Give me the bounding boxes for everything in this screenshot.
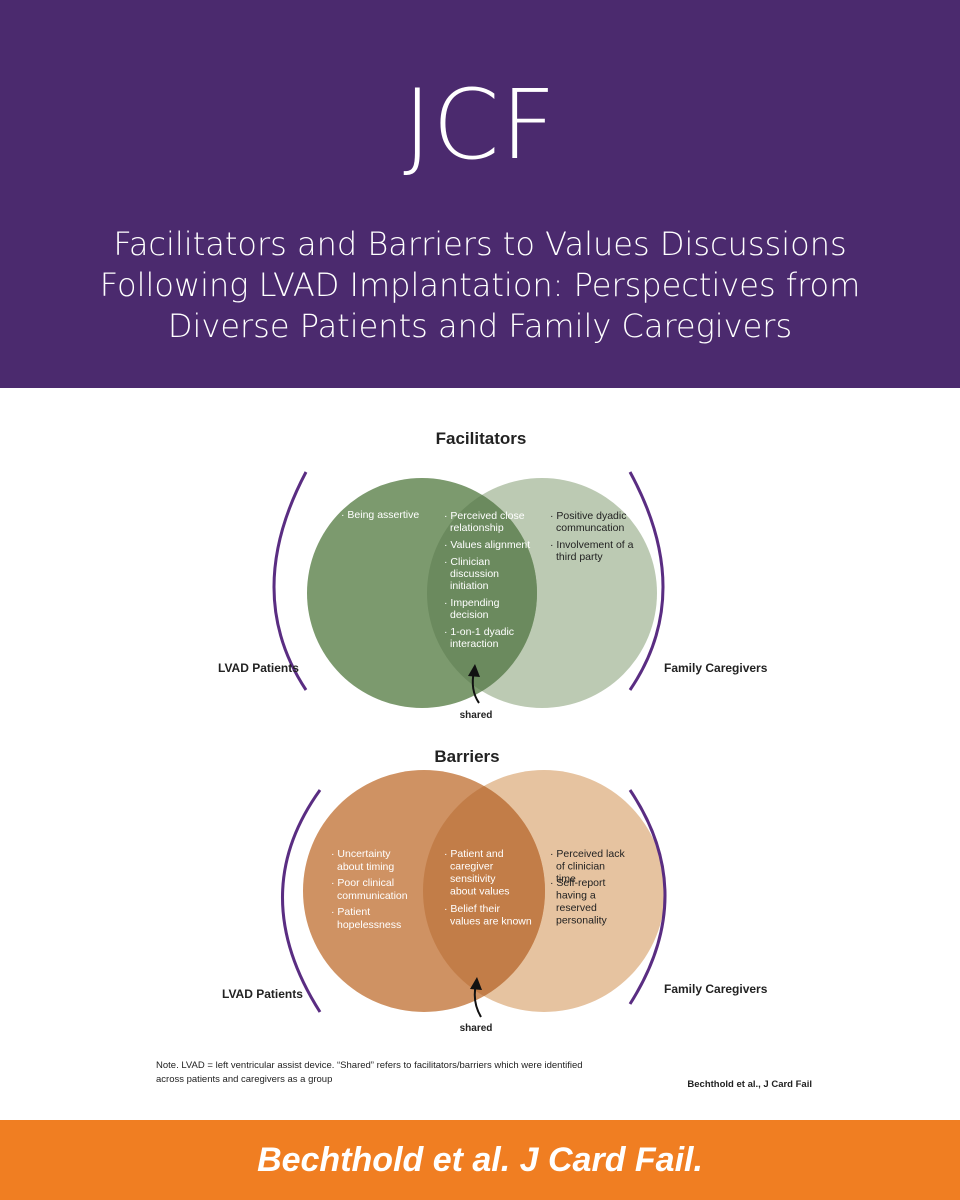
citation-banner: Bechthold et al. J Card Fail. [0,1120,960,1200]
barriers-shared-region [423,770,545,1012]
barriers-shared-label: shared [460,1023,493,1034]
facilitators-shared-item: · Values alignment [444,539,530,551]
facilitators-patients-label: LVAD Patients [218,661,299,675]
barriers-left-bracket [281,789,322,1013]
barriers-caregivers-label: Family Caregivers [664,982,768,996]
barriers-heading: Barriers [434,747,499,766]
citation-text: Bechthold et al. J Card Fail. [257,1141,703,1179]
barriers-patients-label: LVAD Patients [222,987,303,1001]
facilitators-heading: Facilitators [436,429,527,448]
facilitators-shared-arrowhead [468,664,480,677]
barriers-right-bracket [628,789,667,1005]
article-title: Facilitators and Barriers to Values Disc… [99,225,861,345]
figure-note-line-1: Note. LVAD = left ventricular assist dev… [156,1060,583,1071]
journal-name: JCF [403,69,557,181]
facilitators-left-bracket [272,471,308,691]
header-banner: JCF Facilitators and Barriers to Values … [0,0,960,388]
figure-credit: Bechthold et al., J Card Fail [687,1079,812,1090]
facilitators-right-bracket [628,471,665,691]
figure-note-line-2: across patients and caregivers as a grou… [156,1074,332,1085]
barriers-shared-arrowhead [470,977,482,990]
venn-figure: Facilitators LVAD Patients Family Caregi… [0,388,960,1120]
facilitators-patients-item: · Being assertive [341,509,419,521]
facilitators-caregivers-label: Family Caregivers [664,661,768,675]
venn-figure-svg: Facilitators LVAD Patients Family Caregi… [156,429,812,1090]
facilitators-shared-region [427,478,537,708]
facilitators-shared-label: shared [460,710,493,721]
